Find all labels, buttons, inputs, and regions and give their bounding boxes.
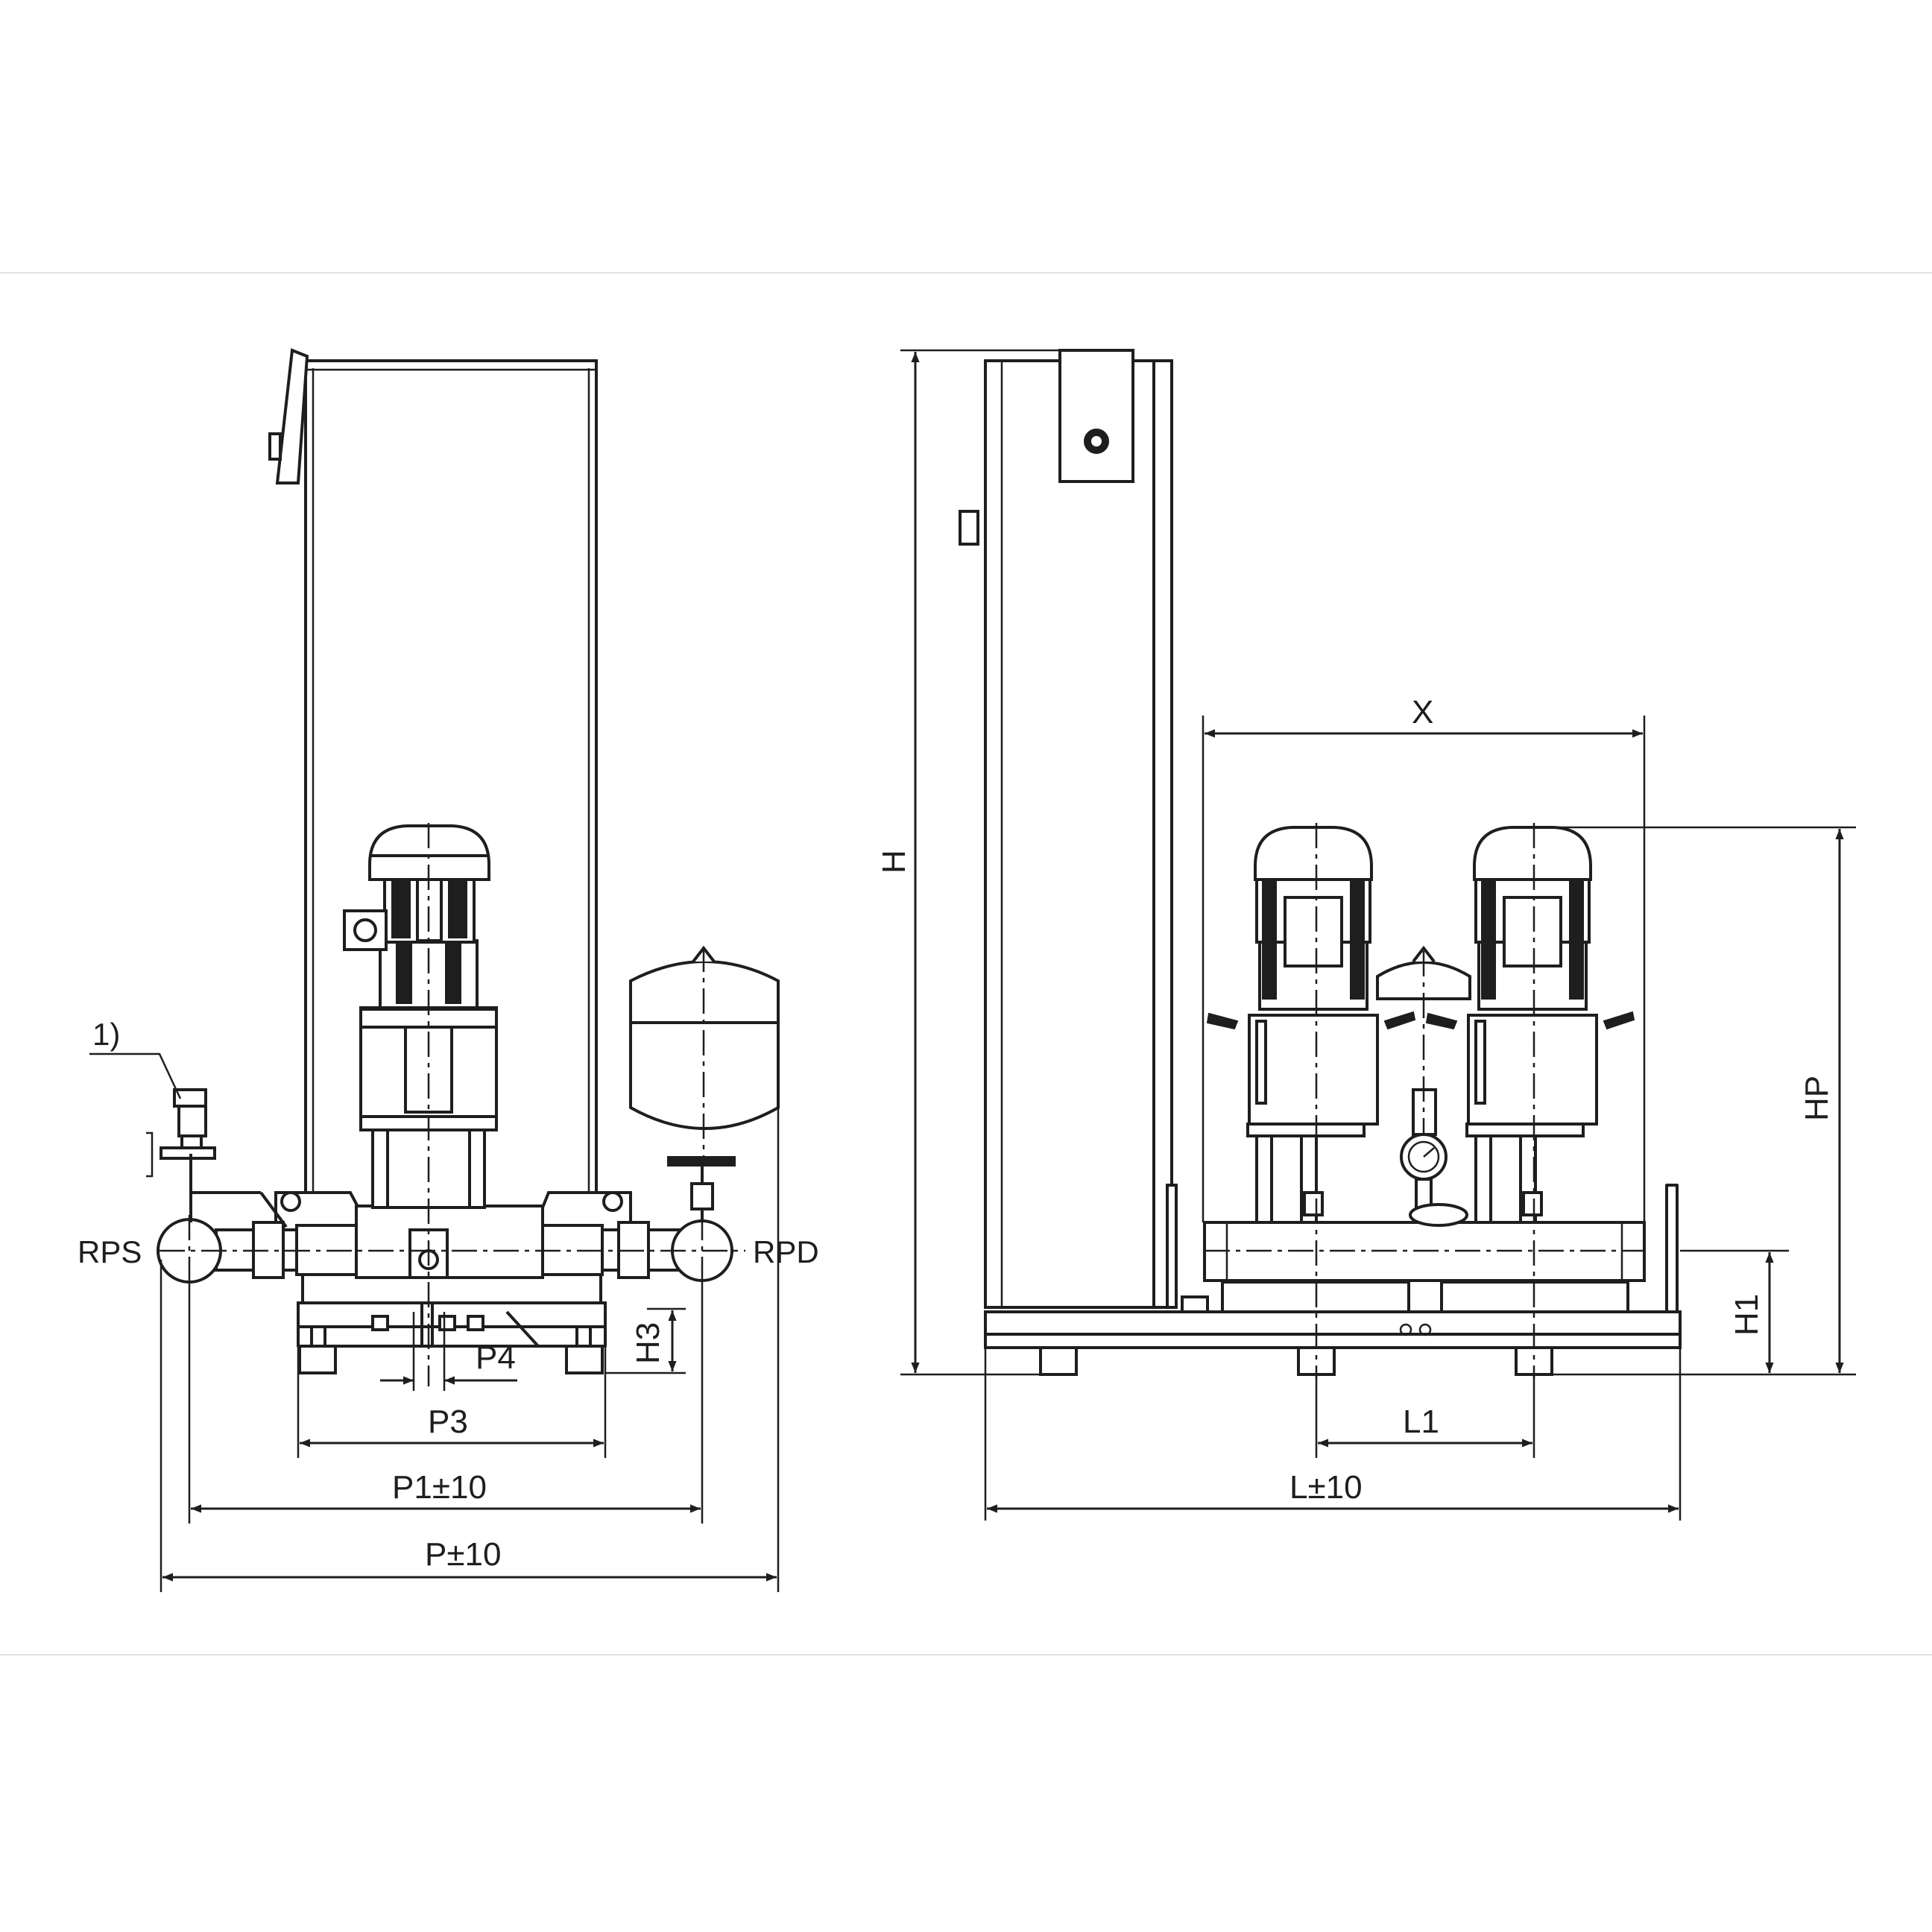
discharge-port-label: RPD bbox=[753, 1234, 819, 1269]
note-leader bbox=[89, 1052, 182, 1099]
dim-p4-label: P4 bbox=[476, 1339, 516, 1376]
dim-l1-label: L1 bbox=[1403, 1404, 1439, 1440]
note-ref-label: 1) bbox=[92, 1017, 120, 1052]
dim-p3-label: P3 bbox=[428, 1404, 468, 1440]
front-extension-lines bbox=[900, 349, 1856, 1521]
valve-assembly bbox=[146, 1088, 288, 1228]
front-view: H X HP H1 L1 L±10 bbox=[876, 349, 1856, 1521]
dim-h3-label: H3 bbox=[630, 1322, 666, 1364]
pump-front-1 bbox=[1206, 826, 1416, 1224]
dim-x-label: X bbox=[1412, 694, 1433, 730]
dim-p-label: P±10 bbox=[425, 1536, 501, 1573]
side-view: 1) RPS RPD P4 P3 P1±10 P±10 H3 bbox=[78, 348, 819, 1592]
dim-l-label: L±10 bbox=[1289, 1469, 1363, 1506]
dim-h-label: H bbox=[876, 850, 912, 874]
suction-port-label: RPS bbox=[78, 1234, 142, 1269]
dim-hp-label: HP bbox=[1799, 1076, 1835, 1121]
control-cabinet-front bbox=[959, 349, 1178, 1309]
dim-h1-label: H1 bbox=[1729, 1294, 1765, 1336]
dim-p1-label: P1±10 bbox=[392, 1469, 487, 1506]
side-extension-lines bbox=[160, 1058, 780, 1592]
pump-front-2 bbox=[1425, 826, 1635, 1224]
